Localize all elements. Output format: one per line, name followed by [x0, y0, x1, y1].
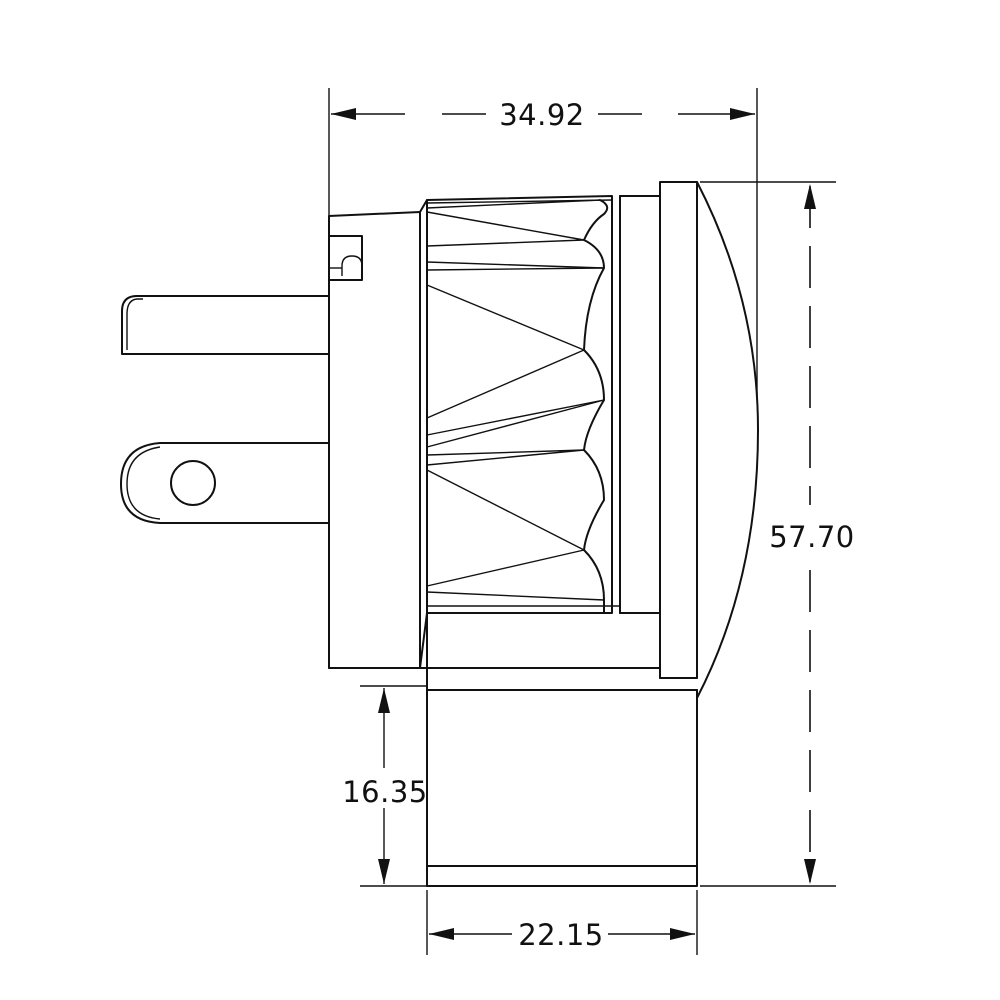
- dimension-label-overall-height: 57.70: [769, 520, 855, 554]
- dimension-overall-width: 34.92: [328, 88, 758, 396]
- arrow-down-icon: [378, 859, 390, 884]
- prong-hole-icon: [170, 460, 216, 506]
- dimension-overall-height: 57.70: [700, 181, 855, 887]
- arrow-left-icon: [331, 108, 356, 120]
- rear-housing: [328, 211, 421, 669]
- collar-flange: [619, 181, 759, 699]
- dimension-label-overall-width: 34.92: [499, 98, 585, 132]
- arrow-right-icon: [670, 928, 695, 940]
- upper-prong: [121, 295, 330, 355]
- arrow-up-icon: [378, 688, 390, 713]
- knurled-grip: [419, 195, 621, 691]
- socket-base: [328, 667, 698, 887]
- dimension-base-height: 16.35: [342, 685, 428, 887]
- lower-prong: [120, 442, 330, 524]
- arrow-right-icon: [730, 108, 755, 120]
- dimension-label-base-height: 16.35: [342, 775, 428, 809]
- dimension-label-base-width: 22.15: [518, 918, 604, 952]
- arrow-up-icon: [804, 184, 816, 209]
- dimension-base-width: 22.15: [426, 890, 698, 955]
- arrow-left-icon: [429, 928, 454, 940]
- arrow-down-icon: [804, 859, 816, 884]
